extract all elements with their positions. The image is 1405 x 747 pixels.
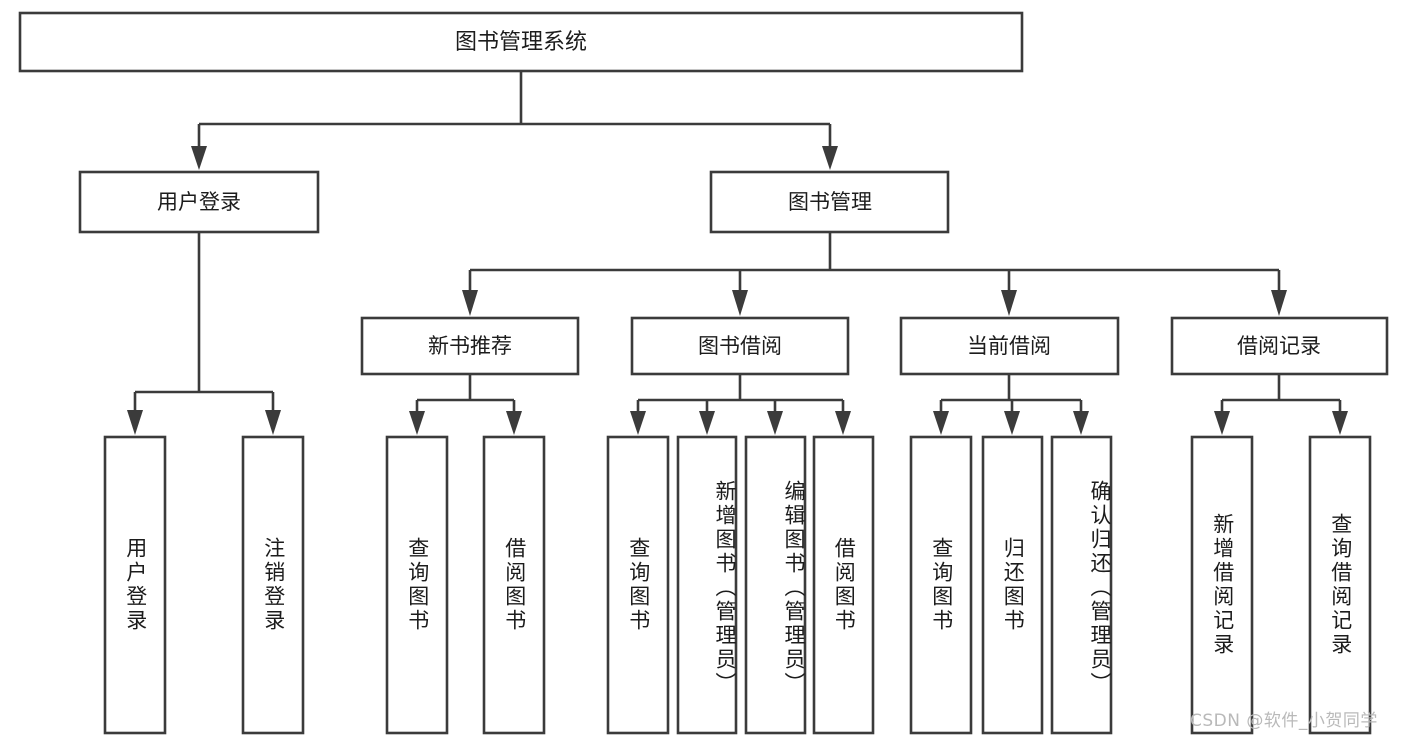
node-rect-leaf-add-borrow-record[interactable]: [1190, 435, 1254, 735]
connector-group-new-book-recommend: [409, 374, 522, 435]
arrowhead-leaf-user-logout: [265, 410, 281, 435]
arrowhead-leaf-borrow-book-2: [835, 411, 851, 435]
node-rect-leaf-confirm-return-admin[interactable]: [1050, 435, 1113, 735]
node-rect-current-borrow[interactable]: [899, 316, 1120, 376]
connector-group-borrow-record: [1214, 374, 1348, 435]
arrowhead-leaf-query-book-1: [409, 411, 425, 435]
arrowhead-leaf-return-book: [1004, 411, 1020, 435]
node-rect-leaf-add-book-admin[interactable]: [676, 435, 738, 735]
arrowhead-current-borrow: [1001, 290, 1017, 316]
arrowhead-book-management: [822, 146, 838, 170]
node-rect-user-login[interactable]: [78, 170, 320, 234]
csdn-watermark: CSDN @软件_小贺同学: [1190, 711, 1378, 731]
arrowhead-leaf-borrow-book-1: [506, 411, 522, 435]
connector-group-current-borrow: [933, 374, 1089, 435]
node-rect-borrow-record[interactable]: [1170, 316, 1389, 376]
node-rect-book-borrow[interactable]: [630, 316, 850, 376]
node-rect-leaf-query-borrow-record[interactable]: [1308, 435, 1372, 735]
node-label-borrow-record: 借阅记录: [1237, 334, 1321, 358]
node-rect-leaf-query-book-2[interactable]: [606, 435, 670, 735]
connector-group-book-management: [462, 232, 1287, 316]
node-book-borrow[interactable]: 图书借阅: [630, 316, 850, 376]
arrowhead-leaf-add-book-admin: [699, 411, 715, 435]
node-label-book-management: 图书管理: [788, 190, 872, 214]
node-rect-leaf-user-logout[interactable]: [241, 435, 305, 735]
connector-group-root: [191, 71, 838, 170]
node-rect-book-management-system[interactable]: [18, 11, 1024, 73]
connector-group-book-borrow: [630, 374, 851, 435]
connector-group-user-login: [127, 232, 281, 435]
arrowhead-leaf-query-borrow-record: [1332, 411, 1348, 435]
leaf-rect-group: [103, 435, 1372, 735]
node-rect-leaf-borrow-book-1[interactable]: [482, 435, 546, 735]
node-book-management-system[interactable]: 图书管理系统: [18, 11, 1024, 73]
arrowhead-leaf-user-login: [127, 410, 143, 435]
arrowhead-borrow-record: [1271, 290, 1287, 316]
node-rect-leaf-borrow-book-2[interactable]: [812, 435, 875, 735]
node-label-user-login: 用户登录: [157, 190, 241, 214]
arrowhead-leaf-add-borrow-record: [1214, 411, 1230, 435]
arrowhead-book-borrow: [732, 290, 748, 316]
node-rect-leaf-edit-book-admin[interactable]: [744, 435, 807, 735]
node-borrow-record[interactable]: 借阅记录: [1170, 316, 1389, 376]
node-label-book-borrow: 图书借阅: [698, 334, 782, 358]
arrowhead-leaf-edit-book-admin: [767, 411, 783, 435]
node-new-book-recommend[interactable]: 新书推荐: [360, 316, 580, 376]
node-rect-leaf-user-login[interactable]: [103, 435, 167, 735]
node-rect-leaf-query-book-3[interactable]: [909, 435, 973, 735]
arrowhead-new-book-recommend: [462, 290, 478, 316]
node-current-borrow[interactable]: 当前借阅: [899, 316, 1120, 376]
node-book-management[interactable]: 图书管理: [709, 170, 950, 234]
node-rect-leaf-return-book[interactable]: [981, 435, 1044, 735]
node-rect-new-book-recommend[interactable]: [360, 316, 580, 376]
arrowhead-leaf-query-book-3: [933, 411, 949, 435]
node-user-login[interactable]: 用户登录: [78, 170, 320, 234]
node-label-book-management-system: 图书管理系统: [455, 30, 587, 55]
arrowhead-user-login: [191, 146, 207, 170]
node-label-current-borrow: 当前借阅: [967, 334, 1051, 358]
node-rect-leaf-query-book-1[interactable]: [385, 435, 449, 735]
node-label-new-book-recommend: 新书推荐: [428, 334, 512, 358]
arrowhead-leaf-query-book-2: [630, 411, 646, 435]
node-rect-book-management[interactable]: [709, 170, 950, 234]
arrowhead-leaf-confirm-return-admin: [1073, 411, 1089, 435]
